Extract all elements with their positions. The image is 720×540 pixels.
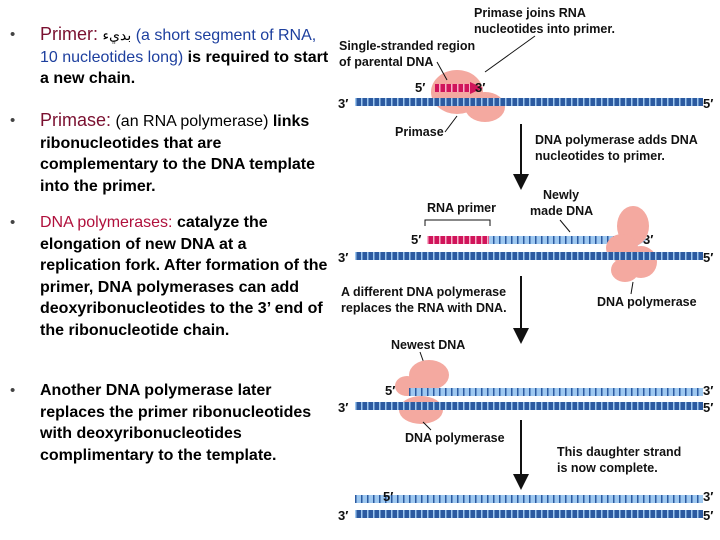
label-complete-1: This daughter strand xyxy=(557,445,681,459)
template-3-label: 3′ xyxy=(338,400,348,415)
label-dna-polymerase-2: DNA polymerase xyxy=(405,431,505,445)
primase-rest: links ribonucleotides that are complemen… xyxy=(40,113,316,195)
primer-diagram: Primase joins RNA nucleotides into prime… xyxy=(335,0,720,540)
arabic-term: بديء xyxy=(102,27,132,43)
label-dna-polymerase-1: DNA polymerase xyxy=(597,295,697,309)
prime5-label: 5′ xyxy=(385,383,395,398)
diagram-svg: Primase joins RNA nucleotides into prime… xyxy=(338,6,713,523)
label-single-strand-2: of parental DNA xyxy=(339,55,433,69)
term-primase: Primase: xyxy=(40,110,112,130)
template-3-label: 3′ xyxy=(338,508,348,523)
term-primer: Primer: xyxy=(40,24,98,44)
label-single-strand-1: Single-stranded region xyxy=(339,39,475,53)
bullet-dot: • xyxy=(10,214,16,231)
prime3-label: 3′ xyxy=(703,383,713,398)
primer-description: (a short segment of RNA, 10 nucleotides … xyxy=(40,27,317,66)
label-dnapol-adds-1: DNA polymerase adds DNA xyxy=(535,133,698,147)
template-3-label: 3′ xyxy=(338,250,348,265)
primase-description: (an RNA polymerase) xyxy=(111,113,269,130)
label-newly-2: made DNA xyxy=(530,204,593,218)
prime5-label: 5′ xyxy=(383,489,393,504)
prime3-label: 3′ xyxy=(643,232,653,247)
template-strand-3 xyxy=(355,402,703,410)
primer-arrowhead xyxy=(470,82,483,94)
label-primase-joins-1: Primase joins RNA xyxy=(474,6,586,20)
rna-primer-strand-2 xyxy=(427,236,489,244)
bullet-text: Primer: بديء (a short segment of RNA, 10… xyxy=(40,24,330,90)
label-primase: Primase xyxy=(395,125,444,139)
bullet-dot: • xyxy=(10,382,16,399)
new-dna-strand-3 xyxy=(435,388,703,396)
prime3-label: 3′ xyxy=(703,489,713,504)
template-3-label: 3′ xyxy=(338,96,348,111)
pointer-line xyxy=(559,219,571,233)
label-primase-joins-2: nucleotides into primer. xyxy=(474,22,615,36)
label-rna-primer: RNA primer xyxy=(427,201,496,215)
template-strand-2 xyxy=(355,252,703,260)
label-different-pol-2: replaces the RNA with DNA. xyxy=(341,301,507,315)
template-5-label: 5′ xyxy=(703,508,713,523)
bullet-list: • Primer: بديء (a short segment of RNA, … xyxy=(0,0,335,540)
label-newly-1: Newly xyxy=(543,188,579,202)
primer-bracket xyxy=(424,219,491,226)
primer-rest: is required to start a new chain. xyxy=(40,48,329,88)
pointer-line xyxy=(444,115,458,133)
new-dna-strand xyxy=(489,236,639,244)
pointer-line xyxy=(436,61,448,81)
complete-daughter-strand xyxy=(355,495,703,503)
label-dnapol-adds-2: nucleotides to primer. xyxy=(535,149,665,163)
bullet-dot: • xyxy=(10,26,16,43)
pointer-line xyxy=(630,281,634,295)
template-5-label: 5′ xyxy=(703,96,713,111)
template-strand xyxy=(355,98,703,106)
bullet-text: Primase: (an RNA polymerase) links ribon… xyxy=(40,110,330,197)
pointer-line xyxy=(484,35,536,73)
prime3-label: 3′ xyxy=(475,80,485,95)
bullet-text: Another DNA polymerase later replaces th… xyxy=(40,382,312,464)
newest-dna-strand xyxy=(409,388,435,396)
template-strand-4 xyxy=(355,510,703,518)
template-5-label: 5′ xyxy=(703,250,713,265)
label-newest-dna: Newest DNA xyxy=(391,338,465,352)
primase-enzyme-lobe xyxy=(465,92,505,122)
dna-polymerases-rest: catalyze the elongation of new DNA at a … xyxy=(40,214,328,339)
template-5-label: 5′ xyxy=(703,400,713,415)
rna-primer-strand xyxy=(435,84,473,92)
term-dna-polymerases: DNA polymerases: xyxy=(40,214,173,231)
bullet-text: DNA polymerases: catalyze the elongation… xyxy=(40,212,330,341)
pointer-line xyxy=(422,421,432,431)
label-different-pol-1: A different DNA polymerase xyxy=(341,285,506,299)
label-complete-2: is now complete. xyxy=(557,461,658,475)
bullet-dot: • xyxy=(10,112,16,129)
prime5-label: 5′ xyxy=(411,232,421,247)
prime5-label: 5′ xyxy=(415,80,425,95)
